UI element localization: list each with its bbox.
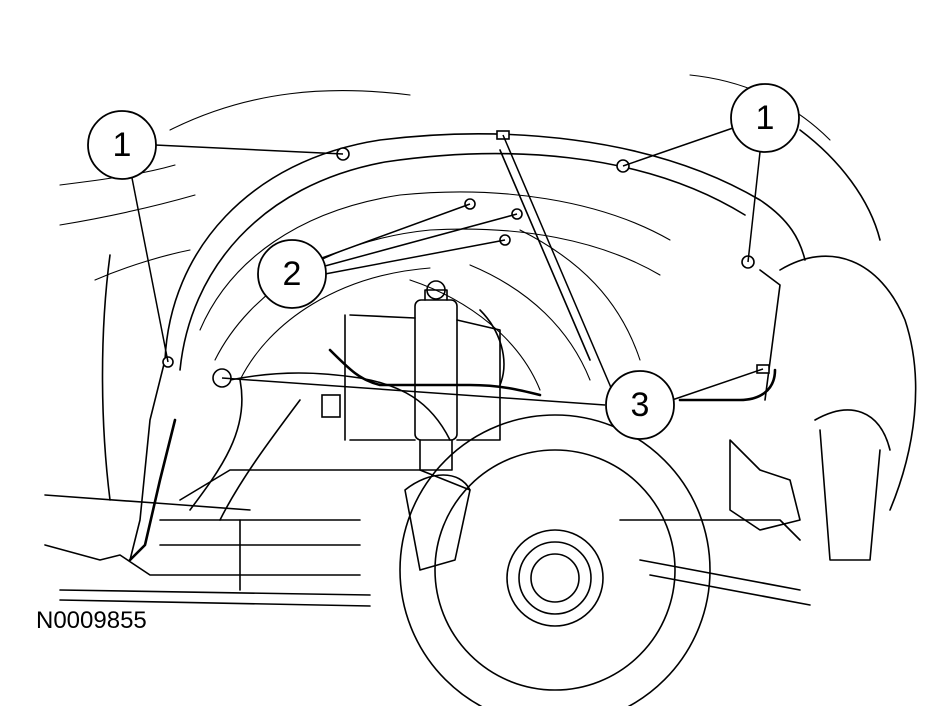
callout-3: 3 xyxy=(605,370,675,440)
bumper-assembly xyxy=(729,255,917,561)
wheel-well-liner xyxy=(128,133,806,562)
callout-number: 3 xyxy=(631,386,650,424)
callout-number: 1 xyxy=(113,126,132,164)
wiring-harness xyxy=(189,149,777,521)
callout-number: 1 xyxy=(756,99,775,137)
callout-1-left: 1 xyxy=(87,110,157,180)
callout-leaders xyxy=(131,127,764,406)
callout-1-right: 1 xyxy=(730,83,800,153)
connector-block xyxy=(321,394,341,418)
brake-hub xyxy=(399,414,711,706)
frame-members xyxy=(44,469,811,607)
figure-code: N0009855 xyxy=(36,607,147,634)
shock-absorber xyxy=(344,280,501,471)
callout-number: 2 xyxy=(283,255,302,293)
fasteners xyxy=(162,130,770,418)
callout-2: 2 xyxy=(257,239,327,309)
